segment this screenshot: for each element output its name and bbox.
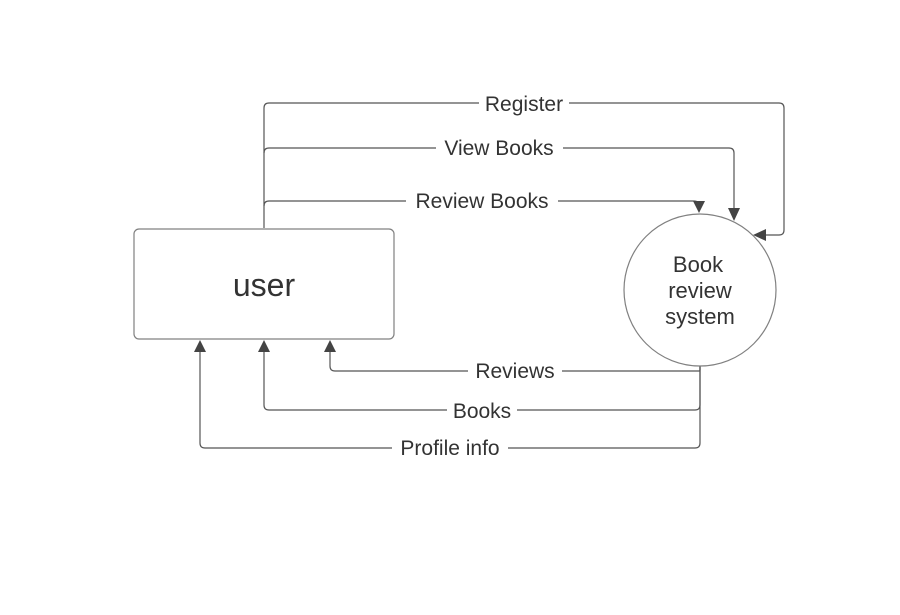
label-review-books: Review Books bbox=[406, 189, 558, 213]
user-entity-box bbox=[133, 228, 395, 340]
system-process-circle bbox=[623, 213, 777, 367]
arrowhead-view-books bbox=[728, 208, 740, 221]
review-books-label: Review Books bbox=[415, 190, 548, 213]
system-label-line-2: review bbox=[668, 278, 732, 303]
arrowhead-books bbox=[258, 340, 270, 352]
register-label: Register bbox=[485, 93, 563, 116]
edge-register bbox=[263, 102, 785, 241]
system-label-line-1: Book bbox=[673, 252, 724, 277]
label-view-books: View Books bbox=[436, 136, 563, 160]
system-label-line-3: system bbox=[665, 304, 735, 329]
view-books-label: View Books bbox=[444, 137, 553, 160]
books-label: Books bbox=[453, 400, 511, 423]
arrowhead-review-books bbox=[693, 201, 705, 213]
label-profile-info: Profile info bbox=[392, 436, 508, 460]
label-register: Register bbox=[479, 91, 569, 116]
edge-review-books bbox=[263, 200, 705, 213]
label-reviews: Reviews bbox=[468, 359, 562, 383]
edge-profile-info bbox=[194, 340, 701, 449]
edge-view-books bbox=[263, 147, 740, 221]
arrowhead-reviews bbox=[324, 340, 336, 352]
node-book-review-system[interactable]: Book review system bbox=[623, 213, 777, 367]
label-books: Books bbox=[447, 398, 517, 423]
arrowhead-register bbox=[753, 229, 766, 241]
arrowhead-profile-info bbox=[194, 340, 206, 352]
profile-info-label: Profile info bbox=[400, 437, 499, 460]
node-user[interactable]: user bbox=[133, 228, 395, 340]
user-entity-label: user bbox=[233, 267, 296, 303]
reviews-label: Reviews bbox=[475, 360, 554, 383]
